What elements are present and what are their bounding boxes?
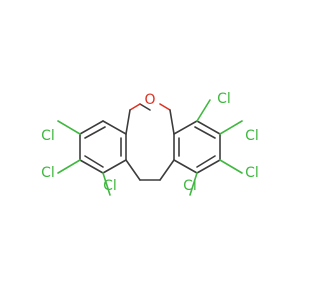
molecule-diagram: O Cl Cl Cl Cl Cl Cl Cl	[41, 91, 259, 196]
bond	[102, 120, 127, 135]
bond	[79, 159, 104, 174]
bond	[196, 120, 221, 135]
bond	[125, 159, 141, 181]
bond	[189, 172, 198, 196]
bond	[196, 99, 211, 122]
bond	[169, 109, 175, 135]
bond	[196, 159, 221, 174]
bond	[129, 103, 141, 111]
bond	[125, 109, 131, 135]
oxygen-atom: O	[144, 92, 155, 108]
bond	[159, 159, 175, 181]
bond	[57, 120, 81, 135]
chlorine-atom: Cl	[41, 165, 55, 181]
bond	[159, 103, 171, 111]
chlorine-atom: Cl	[41, 128, 55, 144]
bond	[219, 120, 243, 135]
structure-canvas: O Cl Cl Cl Cl Cl Cl Cl	[41, 91, 259, 196]
bond	[139, 103, 151, 111]
bond	[79, 120, 104, 135]
bond	[57, 159, 81, 174]
chlorine-atom: Cl	[217, 91, 231, 107]
bond	[194, 126, 216, 139]
chlorine-atom: Cl	[103, 178, 117, 194]
bond	[102, 172, 111, 196]
bond	[102, 159, 127, 174]
bond	[219, 159, 243, 174]
bond	[84, 126, 106, 139]
bond	[173, 120, 198, 135]
bond	[173, 159, 198, 174]
chlorine-atom: Cl	[245, 128, 259, 144]
bond	[84, 155, 104, 168]
chlorine-atom: Cl	[183, 178, 197, 194]
chlorine-atom: Cl	[245, 165, 259, 181]
bond	[196, 155, 216, 168]
